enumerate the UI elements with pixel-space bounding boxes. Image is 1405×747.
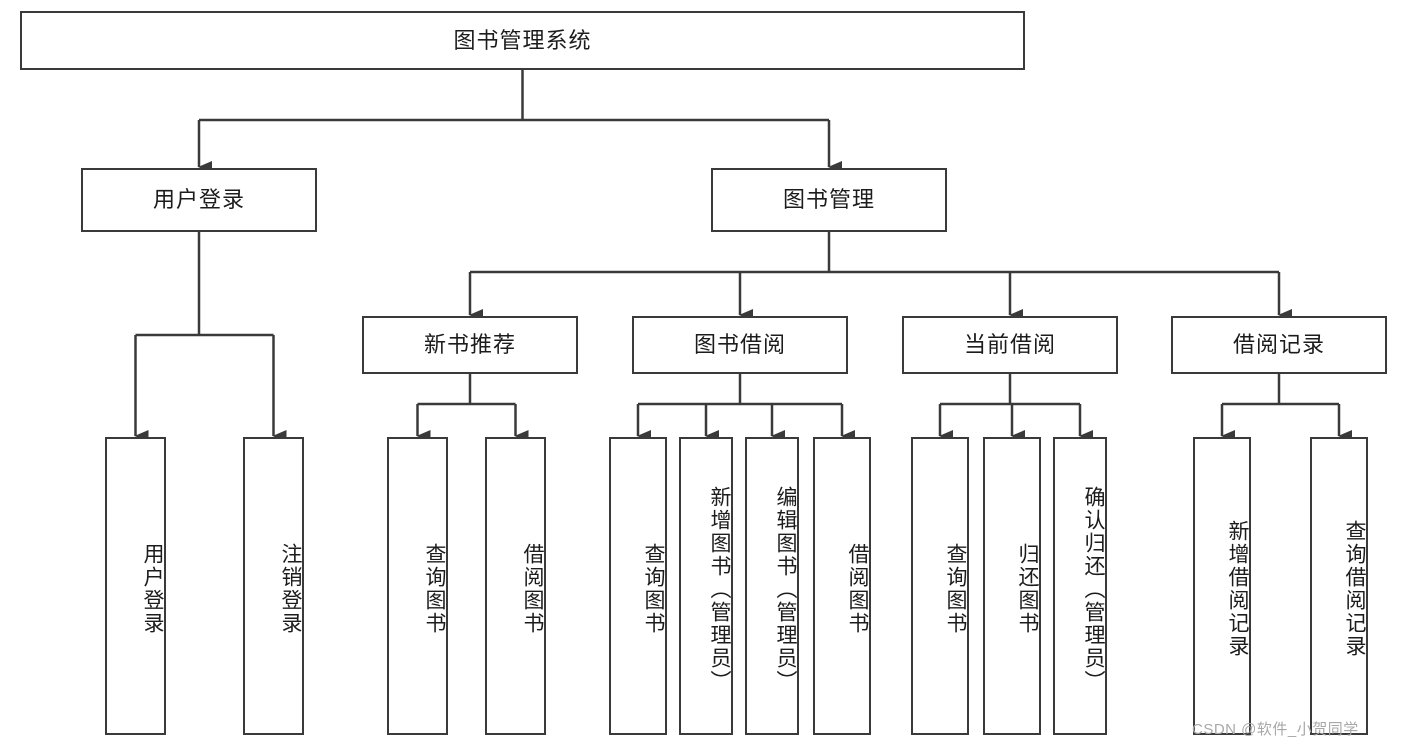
node-user-login[interactable]: 用户登录 <box>81 168 317 232</box>
node-leaf-borrow-book-recommend-label: 借阅图书 <box>521 543 544 635</box>
node-leaf-confirm-return-label: 确认归还（管理员） <box>1082 485 1105 693</box>
node-leaf-query-borrow-record-label: 查询借阅记录 <box>1343 520 1366 658</box>
node-leaf-edit-book[interactable]: 编辑图书（管理员） <box>745 437 799 735</box>
node-leaf-add-borrow-record[interactable]: 新增借阅记录 <box>1193 437 1251 735</box>
node-leaf-return-book-label: 归还图书 <box>1016 543 1039 635</box>
node-new-book-recommend[interactable]: 新书推荐 <box>362 316 578 374</box>
node-leaf-query-book-current[interactable]: 查询图书 <box>911 437 969 735</box>
node-leaf-return-book[interactable]: 归还图书 <box>983 437 1041 735</box>
node-leaf-borrow-book-recommend[interactable]: 借阅图书 <box>485 437 546 735</box>
node-leaf-borrow-book-label: 借阅图书 <box>846 543 869 635</box>
node-leaf-query-book-current-label: 查询图书 <box>944 543 967 635</box>
node-leaf-logout-label: 注销登录 <box>279 543 302 635</box>
node-leaf-confirm-return[interactable]: 确认归还（管理员） <box>1053 437 1107 735</box>
node-leaf-add-book-label: 新增图书（管理员） <box>708 485 731 693</box>
node-borrow-record[interactable]: 借阅记录 <box>1171 316 1387 374</box>
node-leaf-query-book-borrow[interactable]: 查询图书 <box>609 437 667 735</box>
node-current-borrow[interactable]: 当前借阅 <box>902 316 1118 374</box>
node-user-login-label: 用户登录 <box>152 187 245 213</box>
node-leaf-logout[interactable]: 注销登录 <box>243 437 304 735</box>
node-leaf-user-login-label: 用户登录 <box>141 543 164 635</box>
node-book-manage-label: 图书管理 <box>782 187 875 213</box>
node-book-manage[interactable]: 图书管理 <box>711 168 947 232</box>
node-leaf-borrow-book[interactable]: 借阅图书 <box>813 437 871 735</box>
node-root[interactable]: 图书管理系统 <box>20 11 1025 70</box>
node-leaf-add-book[interactable]: 新增图书（管理员） <box>679 437 733 735</box>
node-root-label: 图书管理系统 <box>453 27 592 53</box>
node-borrow-record-label: 借阅记录 <box>1232 332 1325 358</box>
node-leaf-query-book-borrow-label: 查询图书 <box>642 543 665 635</box>
node-book-borrow-label: 图书借阅 <box>693 332 786 358</box>
node-leaf-add-borrow-record-label: 新增借阅记录 <box>1226 520 1249 658</box>
node-new-book-recommend-label: 新书推荐 <box>423 332 516 358</box>
node-book-borrow[interactable]: 图书借阅 <box>632 316 848 374</box>
node-leaf-query-book-recommend-label: 查询图书 <box>423 543 446 635</box>
node-current-borrow-label: 当前借阅 <box>963 332 1056 358</box>
node-leaf-query-book-recommend[interactable]: 查询图书 <box>387 437 448 735</box>
node-leaf-query-borrow-record[interactable]: 查询借阅记录 <box>1310 437 1368 735</box>
node-leaf-user-login[interactable]: 用户登录 <box>105 437 166 735</box>
csdn-watermark: CSDN @软件_小贺同学 <box>1192 721 1359 738</box>
node-leaf-edit-book-label: 编辑图书（管理员） <box>774 485 797 693</box>
